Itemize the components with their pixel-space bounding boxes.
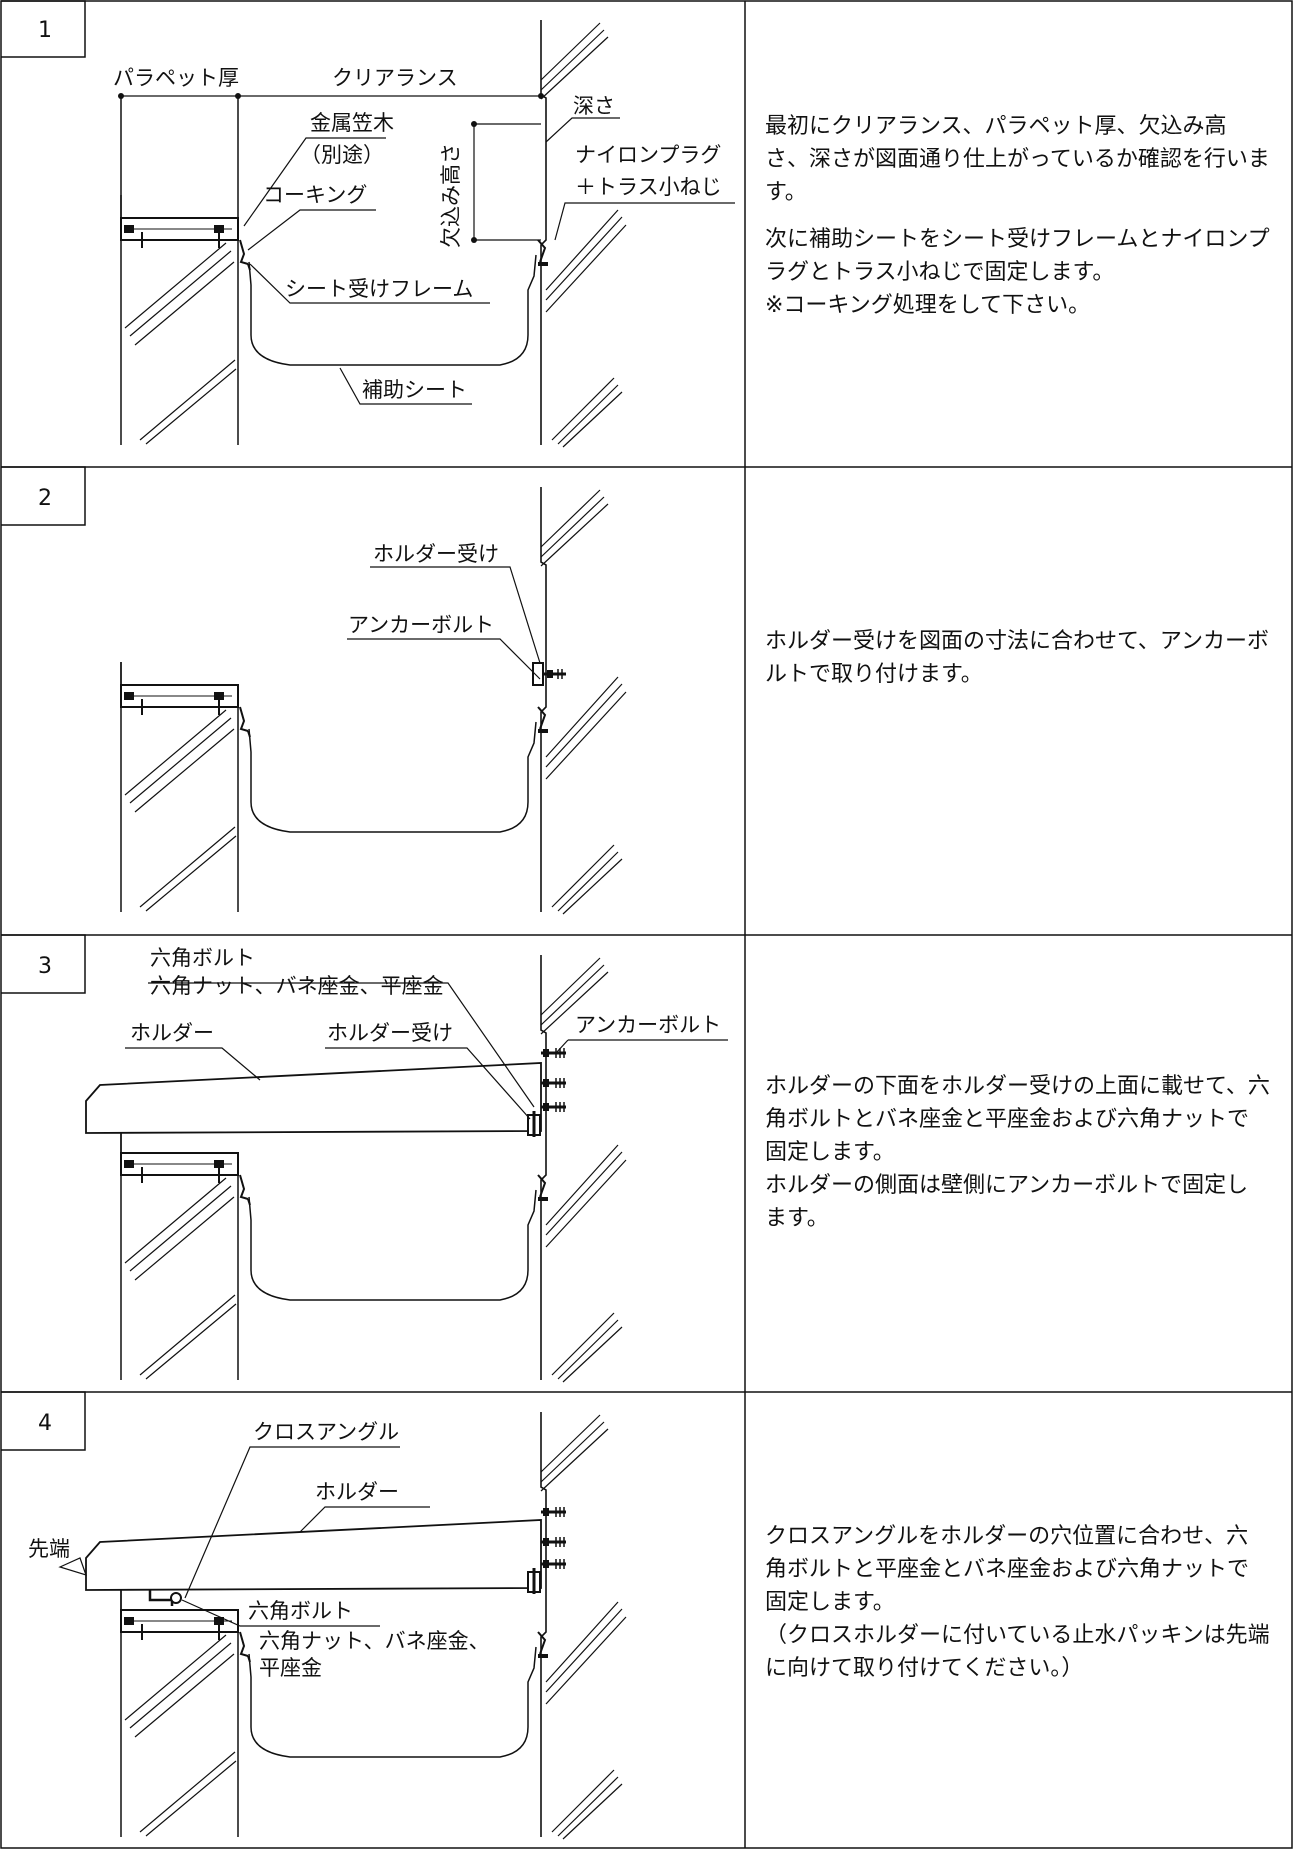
label-hex-bolt: 六角ボルト (248, 1599, 353, 1623)
label-aux-sheet: 補助シート (362, 378, 467, 402)
label-notch-height: 欠込み高さ (439, 143, 463, 248)
step-3-description-paragraph: ホルダーの下面をホルダー受けの上面に載せて、六角ボルトとバネ座金と平座金および六… (765, 1074, 1270, 1231)
label-separate: （別途） (300, 143, 384, 167)
label-tip: 先端 (28, 1537, 70, 1561)
step-2-description-paragraph: ホルダー受けを図面の寸法に合わせて、アンカーボルトで取り付けます。 (765, 629, 1270, 687)
label-parapet-thickness: パラペット厚 (113, 66, 239, 90)
step-1-number: 1 (38, 18, 52, 43)
step-3-number-box: 3 (1, 934, 86, 994)
label-anchor-bolt: アンカーボルト (575, 1013, 721, 1037)
label-holder: ホルダー (315, 1480, 399, 1504)
label-caulking: コーキング (263, 183, 367, 207)
label-truss-screw: ＋トラス小ねじ (575, 175, 722, 199)
step-4-number: 4 (38, 1411, 52, 1436)
label-sheet-frame: シート受けフレーム (285, 277, 473, 301)
step-4-description: クロスアングルをホルダーの穴位置に合わせ、六角ボルトと平座金とバネ座金および六角… (765, 1520, 1270, 1699)
step-2-drawing: ホルダー受け アンカーボルト (120, 486, 627, 915)
step-4-drawing: クロスアングル ホルダー 先端 六角ボルト 六角ナット、バネ座金、 平座金 (28, 1411, 627, 1840)
step-2-description: ホルダー受けを図面の寸法に合わせて、アンカーボルトで取り付けます。 (765, 625, 1270, 705)
step-3-number: 3 (38, 954, 52, 979)
step-1-description-paragraph: 最初にクリアランス、パラペット厚、欠込み高さ、深さが図面通り仕上がっているか確認… (765, 114, 1270, 205)
label-depth: 深さ (573, 94, 615, 118)
step-1-description: 最初にクリアランス、パラペット厚、欠込み高さ、深さが図面通り仕上がっているか確認… (765, 110, 1270, 336)
step-3-description: ホルダーの下面をホルダー受けの上面に載せて、六角ボルトとバネ座金と平座金および六… (765, 1070, 1270, 1249)
label-hex-nut-washers: 六角ナット、バネ座金、平座金 (150, 974, 444, 998)
step-2-number-box: 2 (1, 466, 86, 526)
label-holder-receiver: ホルダー受け (373, 542, 499, 566)
step-3-drawing: 六角ボルト 六角ナット、バネ座金、平座金 ホルダー ホルダー受け アンカーボルト (85, 946, 728, 1383)
step-1-drawing: パラペット厚 クリアランス 深さ 金属笠木 （別途） 欠込み高さ ナイロンプラグ… (113, 19, 735, 448)
label-clearance: クリアランス (332, 66, 458, 90)
step-4-number-box: 4 (1, 1391, 86, 1451)
label-metal-coping: 金属笠木 (310, 111, 394, 135)
label-holder-receiver: ホルダー受け (327, 1021, 453, 1045)
label-holder: ホルダー (130, 1021, 214, 1045)
step-4-description-paragraph: クロスアングルをホルダーの穴位置に合わせ、六角ボルトと平座金とバネ座金および六角… (765, 1524, 1270, 1681)
step-2-number: 2 (38, 486, 52, 511)
label-flat-washer: 平座金 (259, 1656, 322, 1680)
step-1-description-paragraph: 次に補助シートをシート受けフレームとナイロンプラグとトラス小ねじで固定します。 … (765, 227, 1270, 318)
label-hex-bolt: 六角ボルト (150, 946, 255, 970)
label-nylon-plug: ナイロンプラグ (575, 143, 721, 167)
step-1-number-box: 1 (1, 0, 86, 58)
label-anchor-bolt: アンカーボルト (348, 613, 494, 637)
label-hex-nut-washers: 六角ナット、バネ座金、 (259, 1629, 490, 1653)
label-cross-angle: クロスアングル (253, 1420, 399, 1444)
